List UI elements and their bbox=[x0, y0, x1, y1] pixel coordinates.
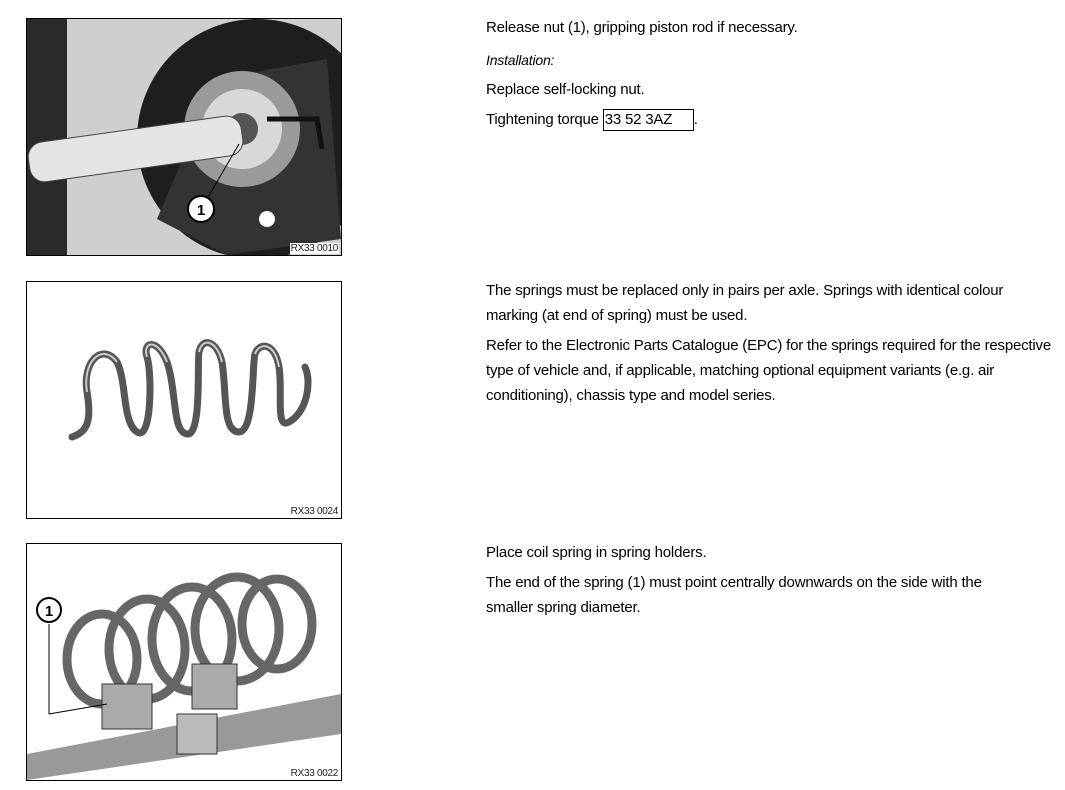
section-1-text: Release nut (1), gripping piston rod if … bbox=[486, 15, 1056, 132]
coil-spring-illustration bbox=[68, 339, 312, 441]
figure-code: RX33 0022 bbox=[289, 768, 339, 779]
callout-label: 1 bbox=[197, 202, 205, 219]
callout-label: 1 bbox=[45, 603, 53, 620]
torque-label: Tightening torque bbox=[486, 111, 599, 128]
instruction: The springs must be replaced only in pai… bbox=[486, 282, 1004, 324]
section-2-text: The springs must be replaced only in pai… bbox=[486, 278, 1056, 408]
spring-compressor-illustration: 1 bbox=[27, 544, 341, 780]
subheading: Installation: bbox=[486, 52, 555, 68]
section-3-text: Place coil spring in spring holders. The… bbox=[486, 540, 1056, 620]
figure-code: RX33 0010 bbox=[289, 243, 339, 254]
figure-nut-release: 1 RX33 0010 bbox=[26, 18, 342, 256]
instruction: The end of the spring (1) must point cen… bbox=[486, 574, 982, 616]
torque-reference-link[interactable]: 33 52 3AZ bbox=[602, 109, 694, 132]
figure-spring-holders: 1 RX33 0022 bbox=[26, 543, 342, 781]
instruction: Release nut (1), gripping piston rod if … bbox=[486, 19, 798, 36]
instruction: Refer to the Electronic Parts Catalogue … bbox=[486, 337, 1051, 404]
shock-absorber-illustration: 1 bbox=[27, 19, 341, 255]
period: . bbox=[693, 111, 698, 128]
instruction: Place coil spring in spring holders. bbox=[486, 544, 707, 561]
instruction: Replace self-locking nut. bbox=[486, 81, 645, 98]
figure-spring: RX33 0024 bbox=[26, 281, 342, 519]
torque-line: Tightening torque 33 52 3AZ. bbox=[486, 107, 1056, 132]
figure-code: RX33 0024 bbox=[289, 506, 339, 517]
